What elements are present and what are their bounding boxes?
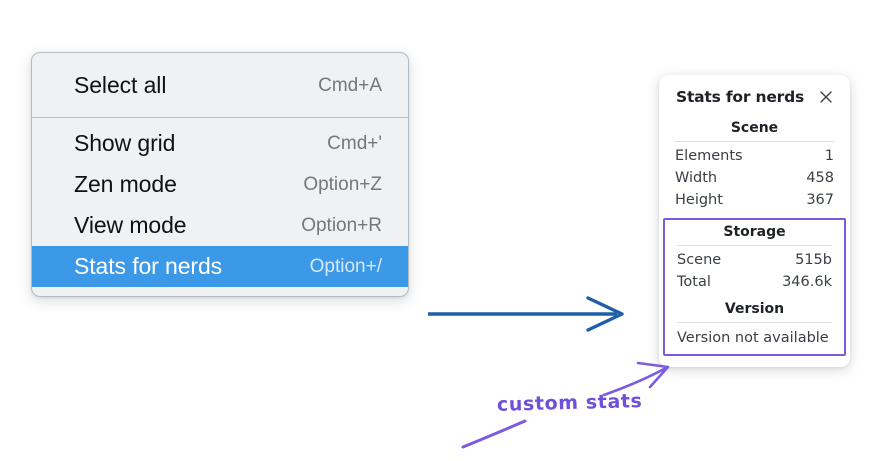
menu-item-shortcut: Option+/ xyxy=(309,255,382,277)
stat-value: 346.6k xyxy=(782,274,832,290)
menu-separator xyxy=(32,117,408,118)
stat-value: 367 xyxy=(806,192,834,208)
menu-item-view-mode[interactable]: View mode Option+R xyxy=(32,205,408,246)
menu-group-2: Show grid Cmd+' Zen mode Option+Z View m… xyxy=(32,118,408,296)
stat-key: Height xyxy=(675,192,723,208)
stat-key: Elements xyxy=(675,148,743,164)
stat-row-width: Width 458 xyxy=(673,167,836,189)
menu-item-shortcut: Option+Z xyxy=(303,173,382,195)
menu-item-stats-for-nerds[interactable]: Stats for nerds Option+/ xyxy=(32,246,408,287)
section-heading-version: Version xyxy=(724,301,785,317)
stats-panel-body: Scene Elements 1 Width 458 Height 367 St… xyxy=(659,118,850,356)
menu-item-label: Zen mode xyxy=(74,171,177,197)
menu-item-select-all[interactable]: Select all Cmd+A xyxy=(32,65,408,106)
stat-row-storage-total: Total 346.6k xyxy=(675,271,834,293)
stats-panel-title: Stats for nerds xyxy=(676,88,805,106)
blue-arrow xyxy=(428,296,624,332)
menu-item-shortcut: Option+R xyxy=(301,214,382,236)
stat-key: Scene xyxy=(677,252,722,268)
stat-row-elements: Elements 1 xyxy=(673,145,836,167)
context-menu[interactable]: Select all Cmd+A Show grid Cmd+' Zen mod… xyxy=(31,52,409,297)
stat-row-storage-scene: Scene 515b xyxy=(675,249,834,271)
purple-underline xyxy=(461,419,527,449)
menu-item-label: View mode xyxy=(74,212,187,238)
section-heading-scene: Scene xyxy=(730,120,779,136)
menu-item-label: Select all xyxy=(74,72,167,98)
stat-key: Width xyxy=(675,170,718,186)
section-rule xyxy=(675,141,834,142)
section-heading-storage: Storage xyxy=(723,224,786,240)
section-rule xyxy=(677,245,832,246)
menu-item-label: Show grid xyxy=(74,130,176,156)
stats-panel-titlebar: Stats for nerds xyxy=(659,88,850,106)
custom-stats-highlight-region: Storage Scene 515b Total 346.6k Version … xyxy=(663,218,846,356)
menu-item-shortcut: Cmd+A xyxy=(318,74,382,96)
menu-item-zen-mode[interactable]: Zen mode Option+Z xyxy=(32,164,408,205)
close-icon[interactable] xyxy=(817,88,835,106)
menu-item-shortcut: Cmd+' xyxy=(327,132,382,154)
stat-value: 515b xyxy=(795,252,832,268)
stat-value: 1 xyxy=(824,148,834,164)
menu-group-1: Select all Cmd+A xyxy=(32,53,408,117)
stat-value: 458 xyxy=(806,170,834,186)
menu-item-label: Stats for nerds xyxy=(74,253,223,279)
stat-key: Total xyxy=(677,274,711,290)
stat-row-version: Version not available xyxy=(677,330,829,346)
stat-row-height: Height 367 xyxy=(673,189,836,211)
section-rule xyxy=(677,322,832,323)
stats-for-nerds-panel: Stats for nerds Scene Elements 1 Width 4… xyxy=(659,75,850,367)
menu-item-show-grid[interactable]: Show grid Cmd+' xyxy=(32,123,408,164)
custom-stats-note: custom stats xyxy=(496,390,643,416)
